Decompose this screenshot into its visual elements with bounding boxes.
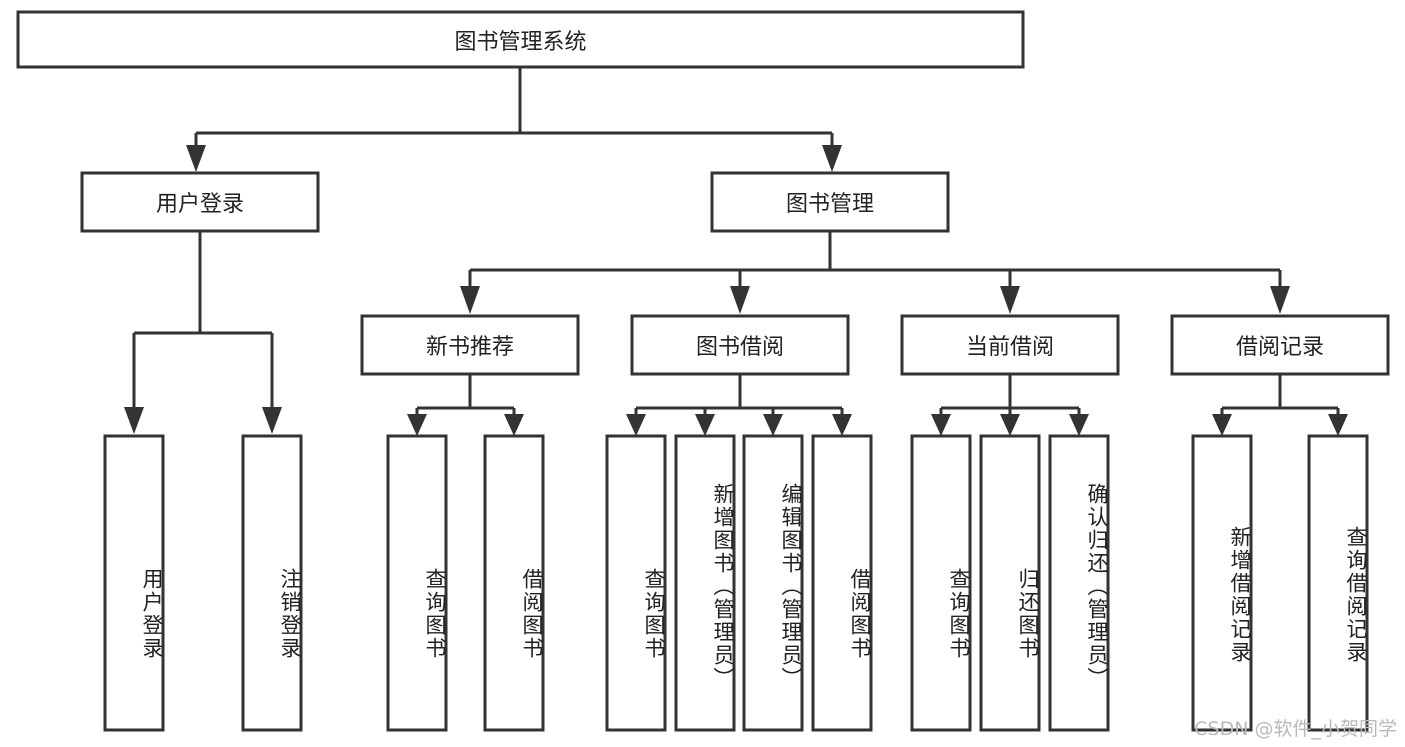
node-leaf-return-book-box[interactable]	[979, 434, 1041, 732]
node-leaf-add-book-box[interactable]	[674, 434, 736, 732]
node-leaf-borrow-book-1-box[interactable]	[483, 434, 545, 732]
node-user-login-box[interactable]	[80, 171, 320, 233]
node-book-manage-box[interactable]	[710, 171, 950, 233]
arrow-to-leaf-return-book	[1000, 414, 1020, 436]
node-leaf-user-logout-box[interactable]	[241, 434, 303, 732]
node-borrow-record-box[interactable]	[1170, 314, 1390, 376]
node-leaf-user-login-box[interactable]	[103, 434, 165, 732]
arrow-to-leaf-edit-book	[763, 414, 783, 436]
arrow-to-leaf-user-logout	[262, 407, 282, 434]
arrow-to-leaf-query-book-1	[407, 414, 427, 436]
arrow-to-leaf-add-record	[1212, 414, 1232, 436]
arrow-to-leaf-query-book-3	[931, 414, 951, 436]
arrow-to-leaf-user-login	[124, 407, 144, 434]
arrow-to-leaf-query-record	[1328, 414, 1348, 436]
arrow-to-leaf-borrow-book-1	[504, 414, 524, 436]
arrow-to-leaf-confirm-return	[1069, 414, 1089, 436]
node-root-box[interactable]	[16, 10, 1025, 69]
node-leaf-add-record-box[interactable]	[1191, 434, 1253, 732]
node-leaf-edit-book-box[interactable]	[742, 434, 804, 732]
node-leaf-query-book-2-box[interactable]	[605, 434, 667, 732]
arrow-to-book-borrow	[730, 286, 750, 314]
arrow-to-leaf-borrow-book-2	[832, 414, 852, 436]
node-leaf-borrow-book-2-box[interactable]	[811, 434, 873, 732]
node-new-book-recommend-box[interactable]	[360, 314, 580, 376]
arrow-to-book-manage	[822, 145, 842, 172]
node-leaf-confirm-return-box[interactable]	[1048, 434, 1110, 732]
arrow-to-leaf-query-book-2	[626, 414, 646, 436]
node-leaf-query-record-box[interactable]	[1307, 434, 1369, 732]
arrow-to-leaf-add-book	[695, 414, 715, 436]
arrow-to-user-login	[186, 145, 206, 172]
node-current-borrow-box[interactable]	[900, 314, 1120, 376]
arrow-to-borrow-record	[1270, 286, 1290, 314]
arrow-to-new-book-recommend	[460, 286, 480, 314]
node-book-borrow-box[interactable]	[630, 314, 850, 376]
node-leaf-query-book-1-box[interactable]	[386, 434, 448, 732]
node-leaf-query-book-3-box[interactable]	[910, 434, 972, 732]
arrow-to-current-borrow	[1000, 286, 1020, 314]
